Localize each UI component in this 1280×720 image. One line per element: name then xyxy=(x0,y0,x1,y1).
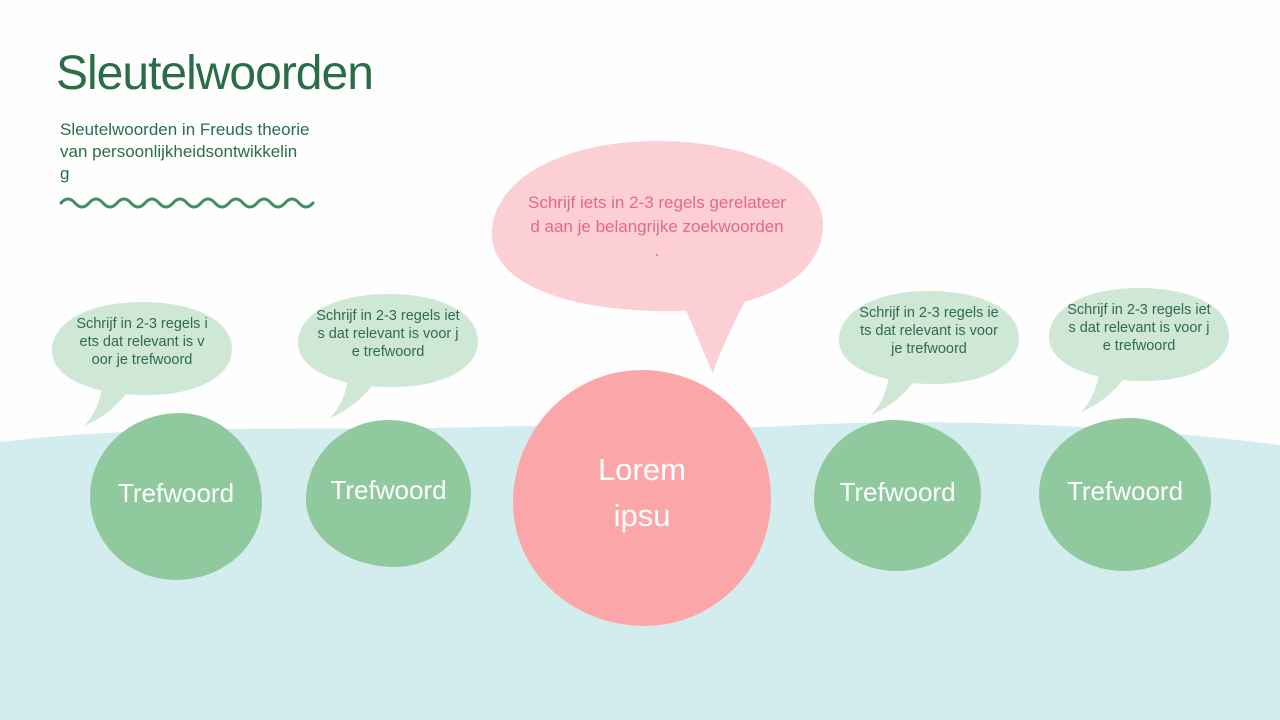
bubble-text-line: Schrijf in 2-3 regels i xyxy=(76,316,208,332)
speech-bubble-shape xyxy=(1048,288,1229,412)
speech-bubble-shape xyxy=(51,302,232,426)
speech-bubble-shape xyxy=(491,141,823,373)
keyword-blob: Trefwoord xyxy=(90,413,262,580)
hint-bubble-text: Schrijf in 2-3 regels i ets dat relevant… xyxy=(56,315,228,369)
keyword-blob-label: Trefwoord xyxy=(1066,476,1184,506)
squiggle-underline xyxy=(59,197,315,209)
hint-bubble-text: Schrijf in 2-3 regels iet s dat relevant… xyxy=(302,307,474,361)
center-blob-line: Lorem xyxy=(598,452,686,487)
main-speech-bubble: Schrijf iets in 2-3 regels gerelateer d … xyxy=(483,139,831,375)
bubble-text-line: Schrijf in 2-3 regels iet xyxy=(1067,302,1211,318)
keyword-blob: Trefwoord xyxy=(306,420,471,567)
slide-subtitle: Sleutelwoorden in Freuds theorie van per… xyxy=(60,119,309,185)
hint-speech-bubble: Schrijf in 2-3 regels ie ts dat relevant… xyxy=(833,289,1025,415)
center-blob-line: ipsu xyxy=(613,498,671,533)
hint-bubble-text: Schrijf in 2-3 regels iet s dat relevant… xyxy=(1053,301,1225,355)
keyword-blob-label: Trefwoord xyxy=(330,475,447,505)
hint-bubble-text: Schrijf in 2-3 regels ie ts dat relevant… xyxy=(843,304,1015,358)
hint-speech-bubble: Schrijf in 2-3 regels iet s dat relevant… xyxy=(292,292,484,418)
keyword-blob: Trefwoord xyxy=(814,420,981,571)
bubble-text-line: e trefwoord xyxy=(351,344,425,360)
keyword-blob: Trefwoord xyxy=(1039,418,1211,571)
subtitle-line: g xyxy=(60,164,70,183)
keyword-blob-label: Trefwoord xyxy=(117,478,235,508)
bubble-text-line: s dat relevant is voor j xyxy=(317,326,459,342)
center-blob-label: Lorem ipsu xyxy=(598,447,686,539)
subtitle-line: van persoonlijkheidsontwikkelin xyxy=(60,142,298,161)
page-title: Sleutelwoorden xyxy=(56,47,374,100)
keyword-blob-label: Trefwoord xyxy=(839,477,956,507)
hint-speech-bubble: Schrijf in 2-3 regels i ets dat relevant… xyxy=(46,300,238,426)
bubble-text-line: s dat relevant is voor j xyxy=(1068,320,1210,336)
bubble-text-line: ts dat relevant is voor xyxy=(860,323,998,339)
bubble-text-line: je trefwoord xyxy=(891,341,967,357)
bubble-text-line: e trefwoord xyxy=(1102,338,1176,354)
bubble-text-line: . xyxy=(654,241,660,260)
bubble-text-line: Schrijf in 2-3 regels iet xyxy=(316,308,460,324)
subtitle-line: Sleutelwoorden in Freuds theorie xyxy=(60,120,310,139)
center-keyword-blob: Lorem ipsu xyxy=(513,370,771,626)
main-bubble-text: Schrijf iets in 2-3 regels gerelateer d … xyxy=(525,191,789,263)
bubble-text-line: Schrijf iets in 2-3 regels gerelateer xyxy=(528,193,786,212)
bubble-text-line: oor je trefwoord xyxy=(91,352,193,368)
hint-speech-bubble: Schrijf in 2-3 regels iet s dat relevant… xyxy=(1043,286,1235,412)
speech-bubble-shape xyxy=(838,291,1019,415)
bubble-text-line: d aan je belangrijke zoekwoorden xyxy=(530,217,784,236)
speech-bubble-shape xyxy=(297,294,478,418)
bubble-text-line: Schrijf in 2-3 regels ie xyxy=(859,305,999,321)
bubble-text-line: ets dat relevant is v xyxy=(79,334,205,350)
